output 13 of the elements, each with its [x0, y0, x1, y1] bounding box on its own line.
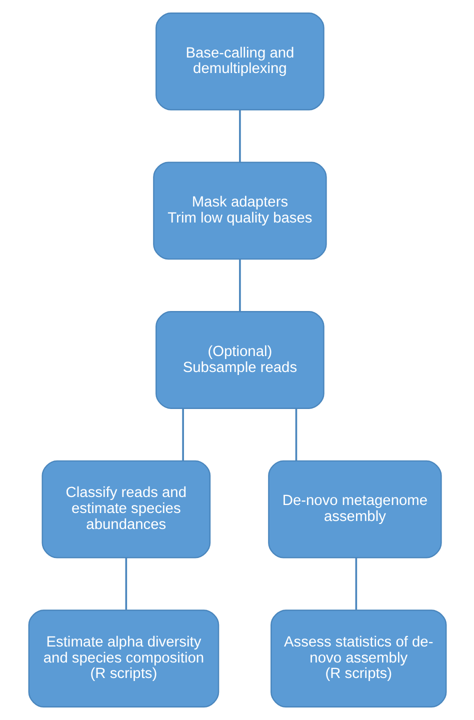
- node-box: Estimate alpha diversity and species composition (R scripts): [28, 610, 219, 708]
- connector: [238, 259, 240, 312]
- connector: [124, 558, 127, 610]
- connector: [182, 408, 184, 461]
- connector: [238, 110, 240, 162]
- node-box: Classify reads and estimate species abundances: [41, 460, 210, 558]
- node-box: (Optional) Subsample reads: [155, 311, 324, 409]
- node-box: Base-calling and demultiplexing: [155, 12, 324, 110]
- node-box: Assess statistics of de-novo assembly (R scripts): [270, 610, 446, 708]
- node-box: De-novo metagenome assembly: [268, 460, 442, 558]
- node-box: Mask adapters Trim low quality bases: [152, 162, 326, 260]
- connector: [354, 558, 357, 610]
- connector: [294, 408, 297, 461]
